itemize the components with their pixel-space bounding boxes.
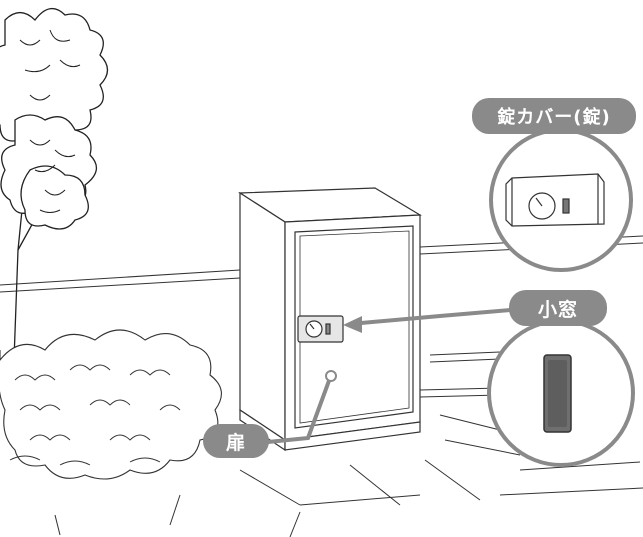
lock-cover-detail (489, 128, 633, 272)
door-leader (267, 377, 332, 444)
dial-lock-icon (297, 315, 344, 343)
small-window-detail (487, 319, 635, 467)
shrub-illustration (0, 329, 222, 480)
door-marker (325, 370, 337, 382)
ground-lines (0, 235, 643, 537)
tree-illustration (0, 8, 109, 361)
door-label: 扉 (203, 424, 269, 458)
small-window-arrow (343, 308, 511, 333)
lock-cover-label: 錠カバー(錠) (472, 98, 636, 134)
small-window-label: 小窓 (509, 290, 607, 326)
